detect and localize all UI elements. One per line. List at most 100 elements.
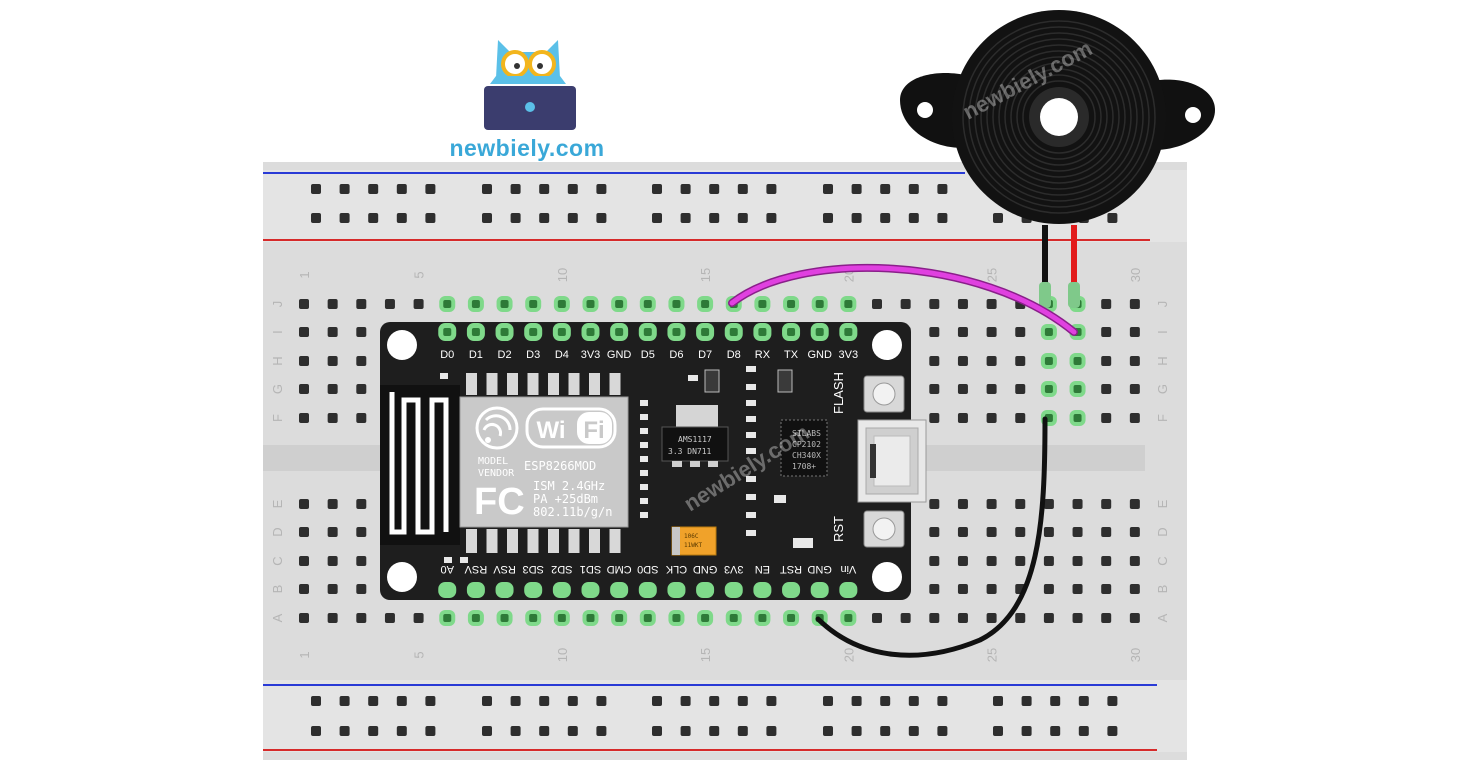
top-pin-label: D1 xyxy=(469,349,483,361)
breadboard-hole xyxy=(356,299,367,309)
breadboard-hole xyxy=(929,384,940,394)
breadboard-hole xyxy=(1129,413,1140,423)
breadboard-hole xyxy=(880,213,891,223)
mount-hole-bl xyxy=(387,562,417,592)
flash-button[interactable]: FLASH xyxy=(831,372,905,414)
breadboard-hole xyxy=(957,356,968,366)
row-letter: F xyxy=(270,414,285,422)
column-number: 10 xyxy=(555,268,570,282)
breadboard-hole xyxy=(929,413,940,423)
breadboard-hole xyxy=(327,327,338,337)
breadboard-hole xyxy=(1107,726,1118,736)
connected-hole-center xyxy=(529,614,538,622)
breadboard-hole xyxy=(652,696,662,706)
breadboard-hole xyxy=(327,384,338,394)
breadboard-hole xyxy=(1107,696,1118,706)
board-pin-top-center xyxy=(443,328,452,336)
top-pin-label: TX xyxy=(784,349,799,361)
connected-hole-center xyxy=(586,614,595,622)
flash-label: FLASH xyxy=(831,372,846,414)
breadboard-hole xyxy=(957,499,968,509)
owl-icon xyxy=(484,40,576,130)
top-pin-label: D3 xyxy=(526,349,540,361)
board-pin-bottom xyxy=(810,582,829,598)
breadboard-hole xyxy=(311,184,321,194)
top-pin-label: D7 xyxy=(698,349,712,361)
castellation-bottom xyxy=(466,529,477,553)
breadboard-hole xyxy=(1015,556,1026,566)
column-number: 25 xyxy=(985,648,1000,662)
breadboard-hole xyxy=(823,184,833,194)
svg-text:Fi: Fi xyxy=(583,417,604,444)
board-pin-top-center xyxy=(844,328,853,336)
bottom-pin-label: SD0 xyxy=(637,563,658,575)
castellation-bottom xyxy=(548,529,559,553)
column-number: 5 xyxy=(412,271,427,278)
row-letter: G xyxy=(270,384,285,394)
row-letter: A xyxy=(1155,613,1170,622)
breadboard-hole xyxy=(299,584,309,594)
breadboard-hole xyxy=(356,613,367,623)
row-letter: E xyxy=(270,499,285,508)
breadboard-hole xyxy=(539,696,550,706)
reset-button[interactable]: RST xyxy=(831,510,905,548)
micro-usb-port[interactable] xyxy=(857,419,927,503)
connected-hole-center xyxy=(557,300,566,308)
castellation-bottom xyxy=(609,529,621,553)
breadboard-hole xyxy=(299,327,309,337)
board-pin-bottom xyxy=(466,582,485,598)
connected-hole-center xyxy=(672,614,681,622)
breadboard-hole xyxy=(1021,726,1032,736)
top-pin-label: D6 xyxy=(669,349,683,361)
breadboard-hole xyxy=(709,184,720,194)
breadboard-hole xyxy=(567,184,578,194)
brand-name: newbiely.com xyxy=(449,135,604,161)
ism-line: ISM 2.4GHz xyxy=(533,479,605,493)
connected-hole-center xyxy=(615,614,624,622)
board-pin-bottom xyxy=(524,582,543,598)
breadboard-hole xyxy=(929,499,940,509)
breadboard-hole xyxy=(425,184,436,194)
buzzer-groove xyxy=(992,50,1126,184)
castellation-bottom xyxy=(589,529,600,553)
connected-hole-center xyxy=(443,300,452,308)
breadboard-hole xyxy=(339,213,350,223)
breadboard-hole xyxy=(1129,613,1140,623)
breadboard-hole xyxy=(709,696,720,706)
breadboard-hole xyxy=(872,299,882,309)
castellation-bottom xyxy=(568,529,580,553)
breadboard-hole xyxy=(327,299,338,309)
board-pin-bottom xyxy=(495,582,514,598)
buzzer-groove xyxy=(980,38,1138,196)
board-pin-bottom xyxy=(667,582,686,598)
board-pin-top-center xyxy=(557,328,566,336)
breadboard-hole xyxy=(709,213,720,223)
breadboard-hole xyxy=(1015,499,1026,509)
breadboard-hole xyxy=(986,413,997,423)
breadboard-hole xyxy=(299,613,309,623)
breadboard-hole xyxy=(1043,556,1054,566)
row-letter: A xyxy=(270,613,285,622)
breadboard-hole xyxy=(1101,527,1112,537)
board-header-pins xyxy=(438,323,858,598)
connected-hole-center xyxy=(787,614,796,622)
breadboard-hole xyxy=(482,726,492,736)
bottom-pin-label: EN xyxy=(755,563,770,575)
breadboard-hole xyxy=(356,327,367,337)
bottom-pin-label: A0 xyxy=(441,563,454,575)
svg-text:Wi: Wi xyxy=(536,417,565,444)
breadboard-hole xyxy=(929,527,940,537)
breadboard-hole xyxy=(993,696,1003,706)
breadboard-hole xyxy=(327,356,338,366)
breadboard-hole xyxy=(957,384,968,394)
castellation-top xyxy=(589,373,600,395)
piezo-buzzer: newbiely.com xyxy=(900,10,1215,224)
breadboard-hole xyxy=(327,584,338,594)
breadboard-hole xyxy=(937,213,948,223)
breadboard-hole xyxy=(368,726,379,736)
breadboard-hole xyxy=(596,213,607,223)
breadboard-hole xyxy=(1129,527,1140,537)
breadboard-hole xyxy=(299,499,309,509)
